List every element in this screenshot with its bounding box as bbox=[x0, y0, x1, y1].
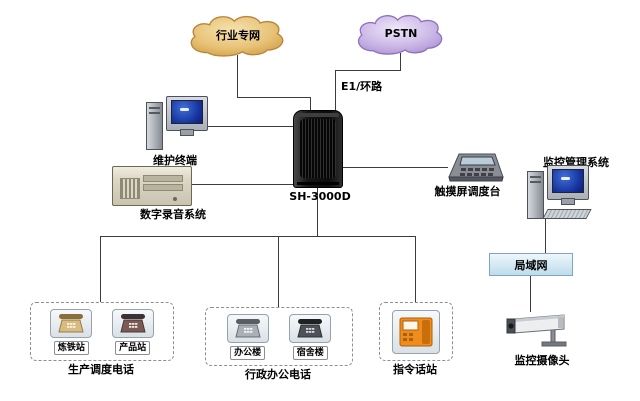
connector-line bbox=[237, 97, 311, 98]
connector-line bbox=[206, 126, 293, 127]
command-group-label: 指令话站 bbox=[393, 363, 437, 376]
monitor-system-pc-icon bbox=[527, 165, 592, 221]
console-screen bbox=[459, 156, 496, 166]
admin-phones-group: 办公楼 宿舍楼 bbox=[205, 307, 353, 366]
vent-grille bbox=[120, 178, 140, 199]
command-device-tile bbox=[392, 309, 440, 354]
e1-loop-label: E1/环路 bbox=[341, 80, 383, 93]
production-group-label: 生产调度电话 bbox=[68, 363, 134, 376]
industry-network-cloud: 行业专网 bbox=[183, 14, 293, 59]
phone-tile bbox=[289, 313, 332, 343]
connector-line bbox=[100, 236, 101, 302]
server-icon bbox=[293, 110, 343, 188]
admin-group-label: 行政办公电话 bbox=[245, 368, 311, 381]
phone-tile bbox=[111, 308, 154, 338]
phone-icon bbox=[58, 314, 84, 333]
phone-icon bbox=[120, 314, 146, 333]
lan-box: 局域网 bbox=[489, 253, 573, 276]
drive-slot bbox=[143, 184, 183, 191]
touch-console-label: 触摸屏调度台 bbox=[434, 185, 501, 198]
connector-line bbox=[317, 188, 318, 236]
connector-line bbox=[335, 70, 336, 111]
station-tag: 宿舍楼 bbox=[292, 345, 328, 360]
connector-line bbox=[400, 53, 401, 71]
connector-line bbox=[530, 274, 531, 312]
power-button-dot bbox=[173, 197, 177, 201]
command-station-group bbox=[379, 302, 453, 361]
station-office-building: 办公楼 bbox=[226, 313, 269, 360]
camera-shape bbox=[506, 314, 567, 347]
pc-monitor bbox=[166, 96, 208, 131]
station-dormitory-building: 宿舍楼 bbox=[289, 313, 332, 360]
pc-stand bbox=[561, 198, 575, 205]
drive-slot bbox=[143, 175, 183, 182]
server-cap bbox=[297, 113, 339, 117]
connector-line bbox=[415, 236, 416, 302]
phone-tile bbox=[226, 313, 269, 343]
connector-line bbox=[100, 236, 416, 237]
connector-line bbox=[278, 236, 279, 307]
connector-line bbox=[190, 184, 293, 185]
pc-screen bbox=[552, 169, 584, 193]
connector-line bbox=[310, 97, 311, 111]
recording-system-icon bbox=[112, 166, 192, 206]
pc-tower bbox=[146, 102, 163, 150]
phone-icon bbox=[297, 319, 323, 338]
station-command bbox=[392, 309, 440, 354]
connector-line bbox=[237, 55, 238, 97]
pc-screen bbox=[171, 100, 203, 124]
pc-keyboard bbox=[542, 209, 592, 219]
pc-monitor bbox=[547, 165, 589, 200]
station-tag: 炼铁站 bbox=[53, 340, 89, 355]
connector-line bbox=[545, 218, 546, 253]
screen-glare bbox=[180, 107, 190, 111]
touch-console-icon bbox=[447, 149, 505, 182]
pstn-cloud: PSTN bbox=[351, 13, 451, 57]
station-iron-smelting: 炼铁站 bbox=[50, 308, 93, 355]
server-label: SH-3000D bbox=[289, 190, 351, 203]
server-grille bbox=[300, 119, 336, 178]
command-device-icon bbox=[399, 317, 433, 346]
station-tag: 产品站 bbox=[115, 340, 151, 355]
pc-tower bbox=[527, 171, 544, 219]
station-product: 产品站 bbox=[111, 308, 154, 355]
server-foot bbox=[297, 182, 339, 185]
lan-label: 局域网 bbox=[514, 258, 548, 272]
phone-tile bbox=[50, 308, 93, 338]
pc-stand bbox=[180, 129, 194, 136]
production-phones-group: 炼铁站 产品站 bbox=[30, 302, 174, 361]
station-tag: 办公楼 bbox=[230, 345, 266, 360]
console-shape bbox=[448, 153, 504, 182]
cloud-shape-icon bbox=[357, 14, 443, 55]
camera-lens bbox=[508, 323, 514, 329]
camera-icon bbox=[504, 310, 578, 348]
maintenance-terminal-label: 维护终端 bbox=[153, 154, 197, 167]
phone-icon bbox=[235, 319, 261, 338]
cloud-shape-icon bbox=[190, 16, 284, 57]
connector-line bbox=[343, 167, 448, 168]
connector-line bbox=[335, 70, 401, 71]
industry-network-label: 行业专网 bbox=[216, 28, 260, 42]
maintenance-terminal-icon bbox=[146, 96, 208, 152]
recording-system-label: 数字录音系统 bbox=[140, 208, 206, 221]
camera-label: 监控摄像头 bbox=[514, 354, 570, 367]
screen-glare bbox=[561, 176, 571, 180]
pstn-label: PSTN bbox=[384, 26, 418, 40]
